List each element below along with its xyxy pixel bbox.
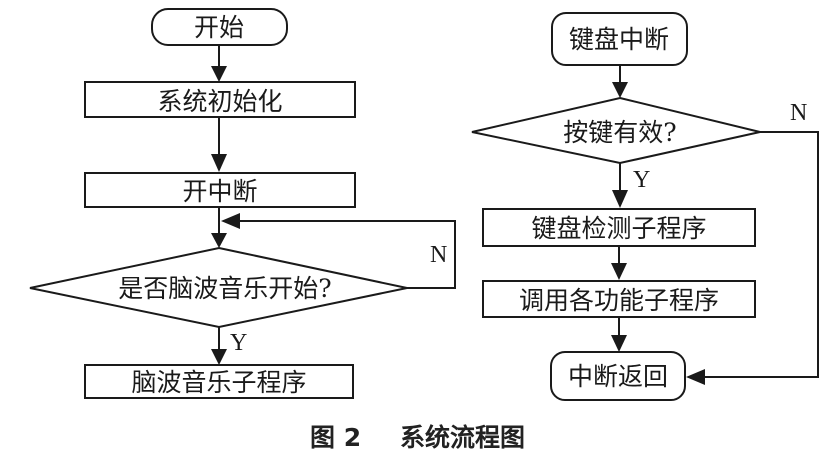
loop-back-arrow [221,213,456,289]
main-start-label: 开始 [194,13,244,42]
main-decision-no-label: N [430,242,447,268]
keyboard-detect-label: 键盘检测子程序 [531,214,706,243]
main-start-node: 开始 [151,8,288,46]
main-init-node: 系统初始化 [84,81,356,118]
main-subroutine-node: 脑波音乐子程序 [84,364,354,399]
arrow-enable-to-decision [211,207,227,248]
main-enable-interrupt-label: 开中断 [182,177,257,206]
arrow-decision-to-subroutine [211,327,227,365]
keyboard-decision-node: 按键有效? [471,96,761,165]
arrow-detect-to-call [611,246,627,280]
main-subroutine-label: 脑波音乐子程序 [131,368,306,397]
arrow-call-to-return [611,317,627,352]
main-init-label: 系统初始化 [157,87,282,116]
keyboard-return-label: 中断返回 [568,362,668,391]
keyboard-start-node: 键盘中断 [551,12,688,66]
caption-title: 系统流程图 [400,423,525,452]
keyboard-call-functions-node: 调用各功能子程序 [482,280,756,318]
caption-number: 图 2 [310,423,361,452]
arrow-keyboard-start-to-decision [612,65,628,98]
keyboard-no-branch-arrow [686,131,819,385]
arrow-keyboard-decision-to-detect [612,163,628,208]
arrow-init-to-enable [211,117,227,172]
main-enable-interrupt-node: 开中断 [84,172,356,208]
keyboard-detect-node: 键盘检测子程序 [482,208,756,247]
keyboard-call-functions-label: 调用各功能子程序 [519,286,719,315]
main-decision-label: 是否脑波音乐开始? [118,274,331,303]
keyboard-return-node: 中断返回 [550,351,686,401]
main-decision-yes-label: Y [230,330,247,356]
keyboard-decision-yes-label: Y [633,167,650,193]
keyboard-decision-no-label: N [790,100,807,126]
figure-caption: 图 2 系统流程图 [310,423,525,452]
keyboard-start-label: 键盘中断 [569,25,669,54]
keyboard-decision-label: 按键有效? [563,118,676,147]
main-decision-node: 是否脑波音乐开始? [29,246,408,329]
arrow-start-to-init [211,45,227,82]
